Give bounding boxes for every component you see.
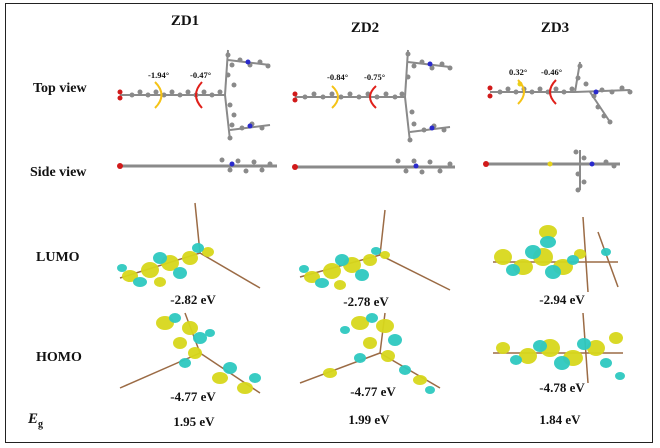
- homo-orbital-zd1: [119, 312, 261, 394]
- lumo-orbital-zd3: [493, 216, 619, 293]
- figure-frame: [5, 3, 653, 443]
- lumo-energy-zd1: -2.82 eV: [170, 292, 216, 307]
- dihedral-zd2-right: -0.75°: [364, 72, 386, 82]
- column-header-zd3: ZD3: [540, 20, 570, 36]
- top-view-zd2: [292, 49, 453, 143]
- dihedral-zd2-left: -0.84°: [327, 72, 349, 82]
- row-label-side-view: Side view: [30, 165, 87, 180]
- band-gap-zd1: 1.95 eV: [173, 414, 215, 429]
- dihedral-zd1-left: -1.94°: [148, 70, 170, 80]
- top-view-zd1: [117, 49, 271, 141]
- homo-orbital-zd2: [299, 312, 441, 394]
- lumo-orbital-zd2: [299, 209, 451, 291]
- dihedral-zd3-left: 0.32°: [509, 67, 528, 77]
- row-label-band-gap: Eg: [28, 411, 43, 430]
- side-view-zd1: [117, 157, 277, 174]
- band-gap-zd3: 1.84 eV: [539, 412, 581, 427]
- lumo-energy-zd2: -2.78 eV: [343, 294, 389, 309]
- row-label-lumo: LUMO: [36, 250, 80, 265]
- row-label-top-view: Top view: [33, 81, 87, 96]
- dihedral-zd1-right: -0.47°: [190, 70, 212, 80]
- homo-energy-zd2: -4.77 eV: [350, 384, 396, 399]
- column-header-zd1: ZD1: [170, 13, 200, 29]
- homo-energy-zd3: -4.78 eV: [539, 380, 585, 395]
- side-view-zd2: [292, 158, 455, 175]
- dihedral-zd3-right: -0.46°: [541, 67, 563, 77]
- homo-energy-zd1: -4.77 eV: [170, 389, 216, 404]
- column-header-zd2: ZD2: [350, 20, 380, 36]
- homo-orbital-zd3: [493, 312, 625, 384]
- lumo-orbital-zd1: [117, 202, 261, 289]
- top-view-zd3: [487, 61, 633, 125]
- side-view-zd3: [483, 149, 620, 193]
- lumo-energy-zd3: -2.94 eV: [539, 292, 585, 307]
- row-label-homo: HOMO: [36, 350, 82, 365]
- band-gap-subscript: g: [38, 419, 44, 430]
- band-gap-zd2: 1.99 eV: [348, 412, 390, 427]
- band-gap-symbol: E: [28, 411, 39, 427]
